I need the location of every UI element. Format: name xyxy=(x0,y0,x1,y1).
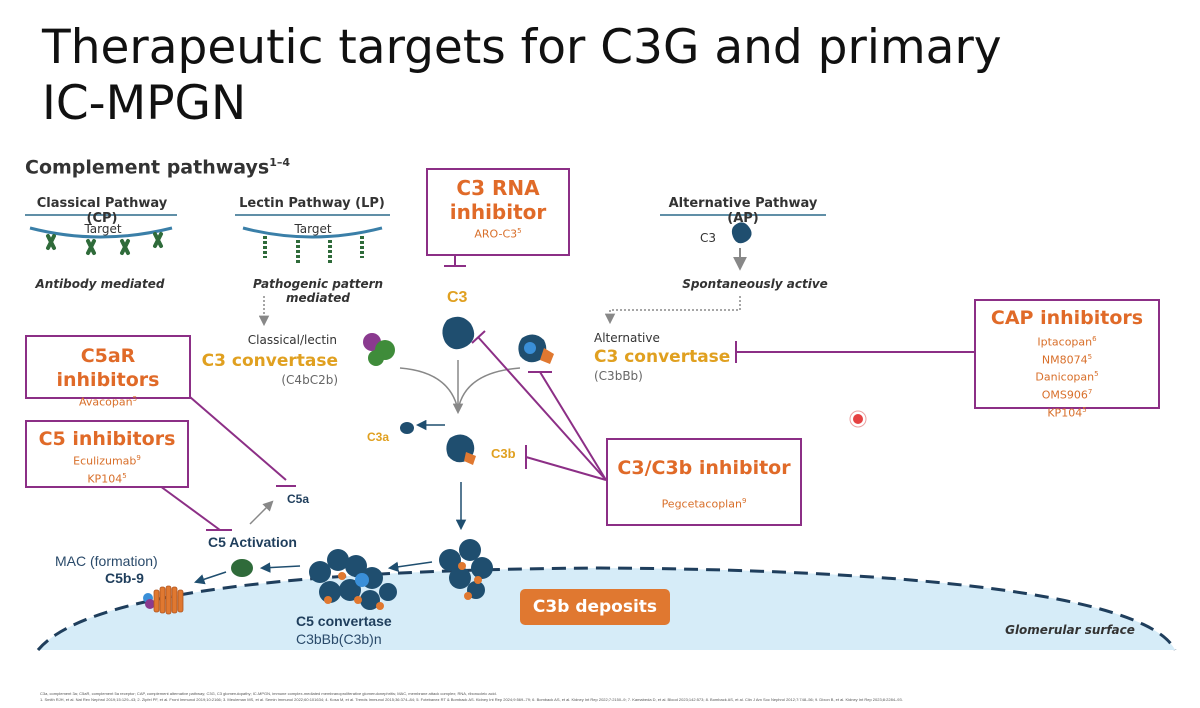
mac-label: MAC (formation) xyxy=(55,553,158,569)
c5ar-title: C5aR inhibitors xyxy=(56,345,160,391)
pegcetacoplan-name: Pegcetacoplan xyxy=(661,497,742,511)
c5-title: C5 inhibitors xyxy=(38,428,176,450)
c3b-deposits-label: C3b deposits xyxy=(520,589,670,625)
ap-label: Alternative Pathway (AP) xyxy=(668,196,818,226)
avacopan-name: Avacopan xyxy=(78,395,133,409)
heading-text: Complement pathways xyxy=(25,156,270,179)
ap-c3-molecule xyxy=(731,222,752,244)
cap-drug-1-ref: 6 xyxy=(1092,335,1097,343)
cap-title: CAP inhibitors xyxy=(990,307,1144,329)
c5-molecule xyxy=(231,559,253,577)
c5ar-inhibitor-box: C5aR inhibitors Avacopan5 xyxy=(25,335,191,409)
eculizumab: Eculizumab9 xyxy=(27,451,187,469)
avacopan-ref: 5 xyxy=(132,395,138,403)
c3b-label: C3b xyxy=(491,446,516,461)
c5ar-drug: Avacopan5 xyxy=(27,392,189,410)
ap-c3: C3 xyxy=(700,231,717,245)
cp-target-arc xyxy=(29,226,173,239)
aro-c3-name: ARO-C3 xyxy=(474,227,518,241)
c3-c3b-title: C3/C3b inhibitor xyxy=(617,457,791,479)
cap-drug-4: OMS9067 xyxy=(976,385,1158,403)
cap-drug-3-name: Danicopan xyxy=(1035,370,1095,384)
cap-drug-5: KP1045 xyxy=(976,403,1158,421)
lp-target: Target xyxy=(294,222,332,236)
ap-note: Spontaneously active xyxy=(682,277,828,291)
c3-label: C3 xyxy=(447,289,468,306)
section-heading: Complement pathways1–4 xyxy=(25,156,290,178)
cap-drug-1: Iptacopan6 xyxy=(976,332,1158,350)
alternative-convertase-label: C3 convertase xyxy=(594,347,731,367)
cap-drug-4-name: OMS906 xyxy=(1041,388,1088,402)
kp104-ref: 5 xyxy=(122,471,127,480)
c5-inhibitor-box: C5 inhibitors Eculizumab9 KP1045 xyxy=(25,420,189,488)
classical-convertase-label: C3 convertase xyxy=(201,351,338,371)
aro-c3-ref: 5 xyxy=(517,227,522,235)
footer-references: 1. Smith RJH, et al. Nat Rev Nephrol 201… xyxy=(40,697,903,702)
lp-note: Pathogenic pattern mediated xyxy=(252,277,384,305)
cp-label: Classical Pathway (CP) xyxy=(36,196,168,226)
c3a-label: C3a xyxy=(367,430,390,444)
kp104-name: KP104 xyxy=(87,472,123,486)
c3-rna-inhibitor-box: C3 RNA inhibitor ARO-C35 xyxy=(426,168,570,256)
c3-rna-title-1: C3 RNA xyxy=(456,176,540,200)
antibody-icons xyxy=(46,232,163,255)
mac-c5b9: C5b-9 xyxy=(105,570,144,586)
alternative-convertase-line1: Alternative xyxy=(594,331,660,345)
footer-abbreviations: C3a, complement 3a; C5aR, complement 5a … xyxy=(40,691,497,696)
classical-convertase-formula: (C4bC2b) xyxy=(281,373,338,387)
cap-drug-2-name: NM8074 xyxy=(1041,353,1088,367)
c5a-label: C5a xyxy=(287,492,310,506)
pegcetacoplan-ref: 9 xyxy=(741,497,747,505)
kp104: KP1045 xyxy=(27,469,187,487)
c3-rna-drug: ARO-C35 xyxy=(428,224,568,242)
cap-drug-5-name: KP104 xyxy=(1047,406,1083,420)
heading-refs: 1–4 xyxy=(269,156,291,169)
alternative-convertase-formula: (C3bBb) xyxy=(594,369,643,383)
eculizumab-ref: 9 xyxy=(136,454,141,462)
c3-c3b-inhibitor-box: C3/C3b inhibitor Pegcetacoplan9 xyxy=(606,438,802,526)
cp-target: Target xyxy=(84,222,122,236)
c3-rna-title-2: inhibitor xyxy=(449,200,547,224)
lp-label: Lectin Pathway (LP) xyxy=(239,196,385,211)
c5-activation-label: C5 Activation xyxy=(208,534,297,550)
cp-note: Antibody mediated xyxy=(35,277,165,291)
eculizumab-name: Eculizumab xyxy=(73,454,137,468)
page-title: Therapeutic targets for C3G and primary … xyxy=(42,20,1002,131)
lectin-icons xyxy=(263,236,364,264)
c5-convertase-formula: C3bBb(C3b)n xyxy=(296,631,382,647)
cap-drug-4-ref: 7 xyxy=(1087,387,1093,396)
cap-drug-5-ref: 5 xyxy=(1082,405,1087,414)
cap-drug-2-ref: 5 xyxy=(1087,352,1093,361)
c5-convertase-label: C5 convertase xyxy=(296,613,392,629)
cap-drug-2: NM80745 xyxy=(976,350,1158,368)
mac-pore-icon xyxy=(143,585,184,615)
cap-drug-3: Danicopan5 xyxy=(976,367,1158,385)
glomerular-surface-label: Glomerular surface xyxy=(1005,623,1135,637)
cap-drug-3-ref: 5 xyxy=(1094,370,1099,379)
cap-inhibitor-box: CAP inhibitors Iptacopan6 NM80745 Danico… xyxy=(974,299,1160,419)
pegcetacoplan: Pegcetacoplan9 xyxy=(608,494,800,512)
cap-drug-1-name: Iptacopan xyxy=(1037,335,1093,349)
pointer-dot xyxy=(853,414,863,424)
classical-convertase-line1: Classical/lectin xyxy=(247,333,337,347)
membrane-dashed-edge xyxy=(36,566,1177,651)
lp-target-arc xyxy=(242,226,383,239)
